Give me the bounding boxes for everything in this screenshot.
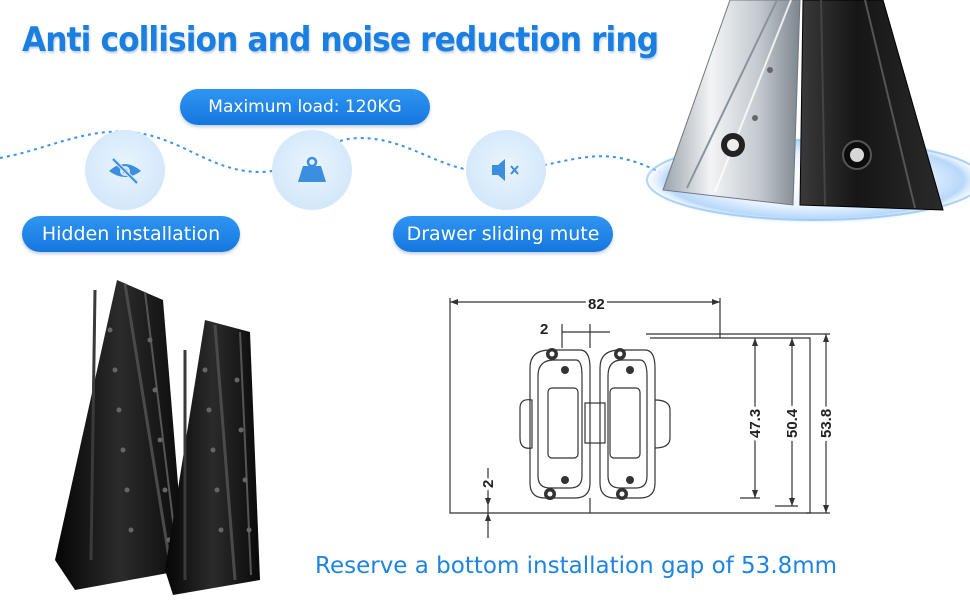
sliding-mute-circle xyxy=(466,130,546,210)
dim-width-label: 82 xyxy=(588,296,605,313)
cross-section-diagram: 82 2 2 47.3 50.4 53.8 xyxy=(449,293,838,538)
installation-gap-caption: Reserve a bottom installation gap of 53.… xyxy=(315,553,838,579)
max-load-badge: Maximum load: 120KG xyxy=(180,89,430,125)
page-title: Anti collision and noise reduction ring xyxy=(22,20,659,60)
drawer-slides-photo xyxy=(55,280,260,595)
hidden-installation-badge: Hidden installation xyxy=(22,216,240,252)
dim-h3-label: 53.8 xyxy=(818,409,835,438)
dim-h2-label: 50.4 xyxy=(784,408,801,438)
dim-h1-label: 47.3 xyxy=(747,409,764,438)
max-load-circle xyxy=(272,130,352,210)
hidden-eye-icon xyxy=(109,157,141,185)
hidden-installation-circle xyxy=(85,130,165,210)
rail-closeup-photo xyxy=(640,0,970,225)
dim-gap-bottom-label: 2 xyxy=(480,480,497,488)
weight-icon xyxy=(298,156,326,182)
sliding-mute-badge: Drawer sliding mute xyxy=(393,216,613,252)
speaker-mute-icon xyxy=(492,159,519,181)
dim-gap-top-label: 2 xyxy=(540,321,548,338)
